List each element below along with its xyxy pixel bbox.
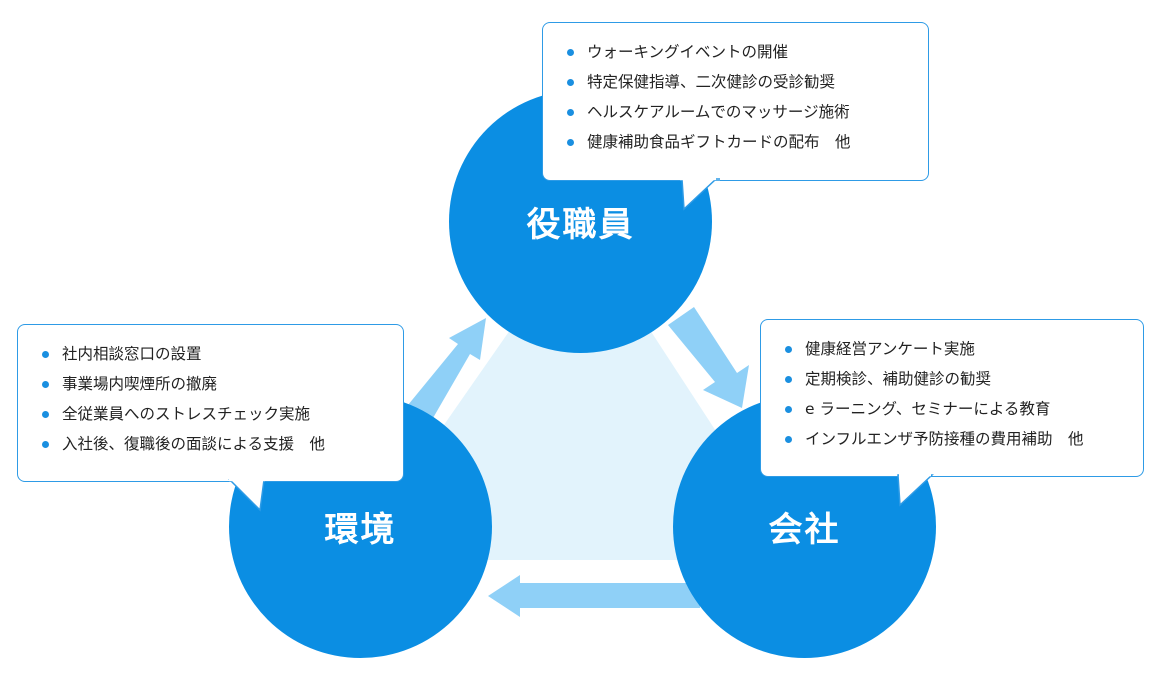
list-item: インフルエンザ予防接種の費用補助 他 (783, 424, 1125, 454)
callout-tail (228, 479, 265, 512)
measure-list: 健康経営アンケート実施 定期検診、補助健診の勧奨 e ラーニング、セミナーによる… (783, 334, 1125, 454)
bullet-icon (785, 376, 792, 383)
bullet-icon (567, 79, 574, 86)
list-item: ウォーキングイベントの開催 (565, 37, 910, 67)
arrow-top-to-right (668, 307, 749, 408)
list-item: e ラーニング、セミナーによる教育 (783, 394, 1125, 424)
list-item: 健康補助食品ギフトカードの配布 他 (565, 127, 910, 157)
list-item: 特定保健指導、二次健診の受診勧奨 (565, 67, 910, 97)
callout-kankyo: 社内相談窓口の設置 事業場内喫煙所の撤廃 全従業員へのストレスチェック実施 入社… (17, 324, 404, 482)
bullet-icon (567, 49, 574, 56)
list-item: 健康経営アンケート実施 (783, 334, 1125, 364)
callout-kaisha: 健康経営アンケート実施 定期検診、補助健診の勧奨 e ラーニング、セミナーによる… (760, 319, 1144, 477)
bullet-icon (42, 441, 49, 448)
bullet-icon (42, 351, 49, 358)
bullet-icon (785, 346, 792, 353)
bullet-icon (785, 436, 792, 443)
list-item: 定期検診、補助健診の勧奨 (783, 364, 1125, 394)
bullet-icon (785, 406, 792, 413)
list-item: ヘルスケアルームでのマッサージ施術 (565, 97, 910, 127)
node-label: 役職員 (526, 205, 635, 245)
list-item: 社内相談窓口の設置 (40, 339, 385, 369)
bullet-icon (42, 381, 49, 388)
bullet-icon (42, 411, 49, 418)
node-label: 環境 (324, 510, 397, 550)
bullet-icon (567, 109, 574, 116)
node-label: 会社 (768, 510, 841, 550)
arrow-left-to-top (408, 318, 486, 418)
measure-list: ウォーキングイベントの開催 特定保健指導、二次健診の受診勧奨 ヘルスケアルームで… (565, 37, 910, 157)
arrow-right-to-left (488, 575, 700, 617)
callout-tail (897, 474, 934, 507)
callout-tail (680, 178, 720, 211)
list-item: 入社後、復職後の面談による支援 他 (40, 429, 385, 459)
measure-list: 社内相談窓口の設置 事業場内喫煙所の撤廃 全従業員へのストレスチェック実施 入社… (40, 339, 385, 459)
list-item: 事業場内喫煙所の撤廃 (40, 369, 385, 399)
bullet-icon (567, 139, 574, 146)
callout-yakushokuin: ウォーキングイベントの開催 特定保健指導、二次健診の受診勧奨 ヘルスケアルームで… (542, 22, 929, 181)
list-item: 全従業員へのストレスチェック実施 (40, 399, 385, 429)
